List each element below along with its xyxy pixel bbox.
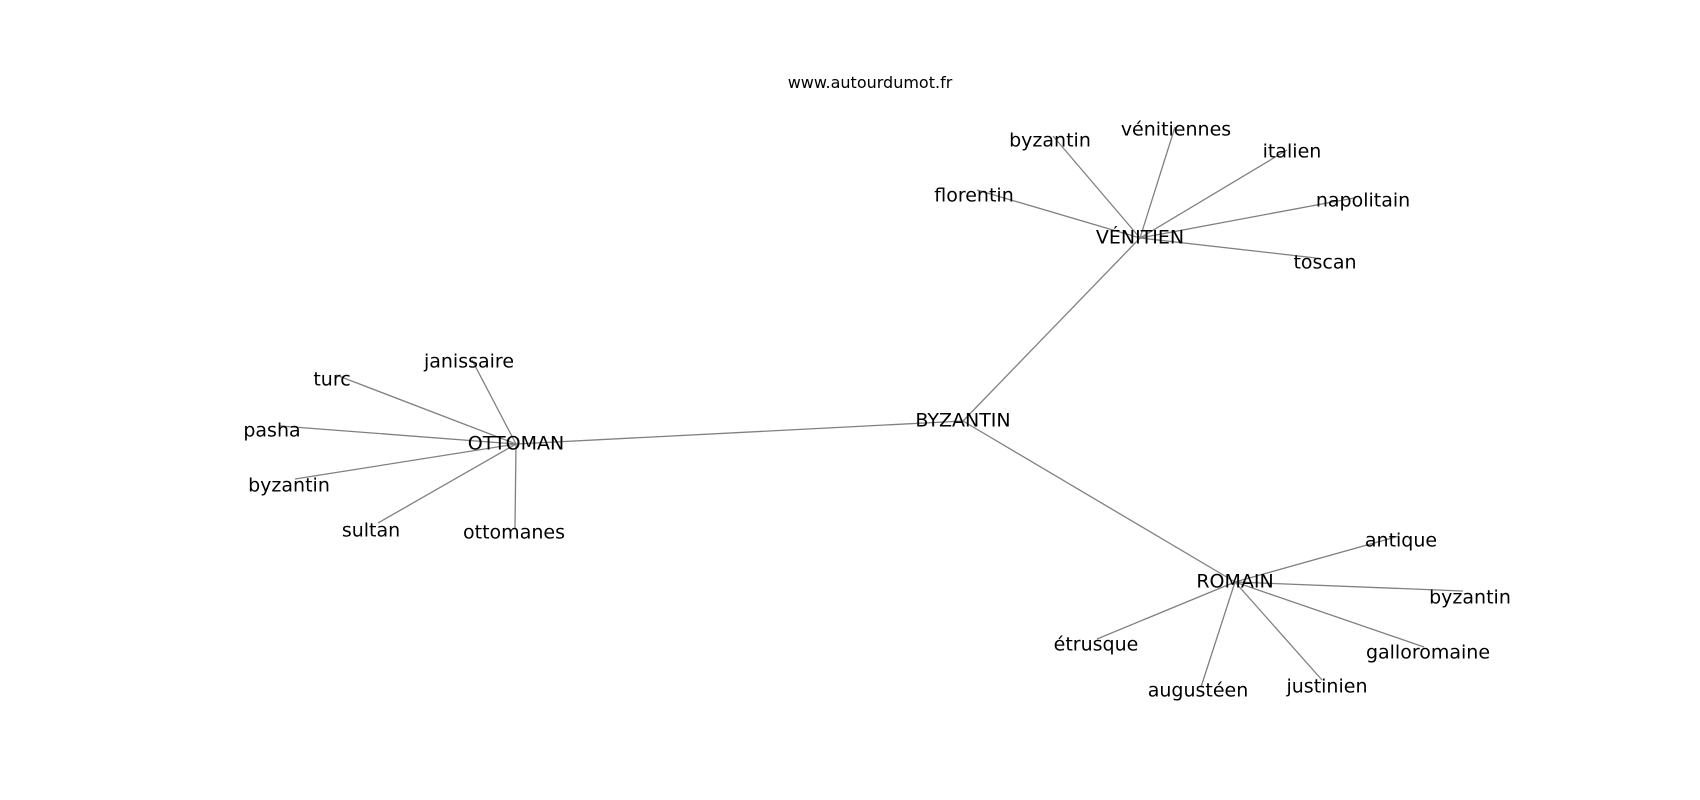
edges-layer: [279, 126, 1464, 688]
node-r-byzantin: byzantin: [1429, 587, 1511, 609]
edge-venitien-v_byzantin: [1052, 135, 1141, 239]
node-r-etrusque: étrusque: [1054, 634, 1139, 656]
edge-ottoman-o_pasha: [279, 425, 517, 445]
edge-romain-r_augusteen: [1200, 581, 1236, 688]
edge-byzantin_center-venitien: [962, 237, 1141, 422]
node-v-toscan: toscan: [1293, 252, 1356, 274]
edge-venitien-v_napolitain: [1139, 197, 1355, 239]
node-ottoman: OTTOMAN: [468, 433, 564, 455]
edge-romain-r_justinien: [1234, 581, 1323, 681]
edge-byzantin_center-ottoman: [515, 420, 964, 445]
node-v-napolitain: napolitain: [1316, 190, 1410, 212]
edge-ottoman-o_sultan: [377, 443, 517, 524]
source-url: www.autourdumot.fr: [788, 73, 953, 92]
edge-venitien-v_italien: [1139, 149, 1288, 239]
edge-ottoman-o_byzantin: [294, 443, 517, 480]
edge-romain-r_antique: [1234, 535, 1400, 583]
edge-romain-r_byzantin: [1234, 581, 1464, 592]
node-romain: ROMAIN: [1196, 571, 1273, 593]
node-r-augusteen: augustéen: [1148, 680, 1249, 702]
edge-ottoman-o_turc: [335, 374, 517, 445]
node-venitien: VÉNITIEN: [1096, 226, 1184, 249]
node-r-justinien: justinien: [1285, 676, 1367, 698]
node-o-ottomanes: ottomanes: [463, 522, 565, 544]
edge-byzantin_center-romain: [962, 420, 1236, 583]
edge-venitien-v_venitiennes: [1139, 126, 1176, 239]
edge-romain-r_galloromaine: [1234, 581, 1425, 648]
node-o-pasha: pasha: [243, 420, 300, 442]
node-v-italien: italien: [1263, 141, 1322, 163]
node-v-byzantin: byzantin: [1009, 130, 1091, 152]
node-o-janissaire: janissaire: [423, 351, 514, 373]
node-byzantin-center: BYZANTIN: [915, 410, 1010, 432]
edge-ottoman-o_janissaire: [471, 359, 517, 445]
node-r-galloromaine: galloromaine: [1366, 642, 1490, 664]
node-o-sultan: sultan: [342, 520, 400, 542]
node-o-byzantin: byzantin: [248, 475, 330, 497]
node-o-turc: turc: [313, 369, 350, 391]
node-v-venitiennes: vénitiennes: [1121, 119, 1231, 141]
node-r-antique: antique: [1365, 530, 1437, 552]
node-v-florentin: florentin: [934, 185, 1014, 207]
edge-romain-r_etrusque: [1096, 581, 1236, 640]
nodes-layer: BYZANTIN VÉNITIEN OTTOMAN ROMAIN byzantin vén…: [243, 119, 1511, 702]
edge-ottoman-o_ottomanes: [514, 443, 517, 529]
edge-venitien-v_toscan: [1139, 237, 1317, 259]
edge-venitien-v_florentin: [976, 189, 1141, 239]
